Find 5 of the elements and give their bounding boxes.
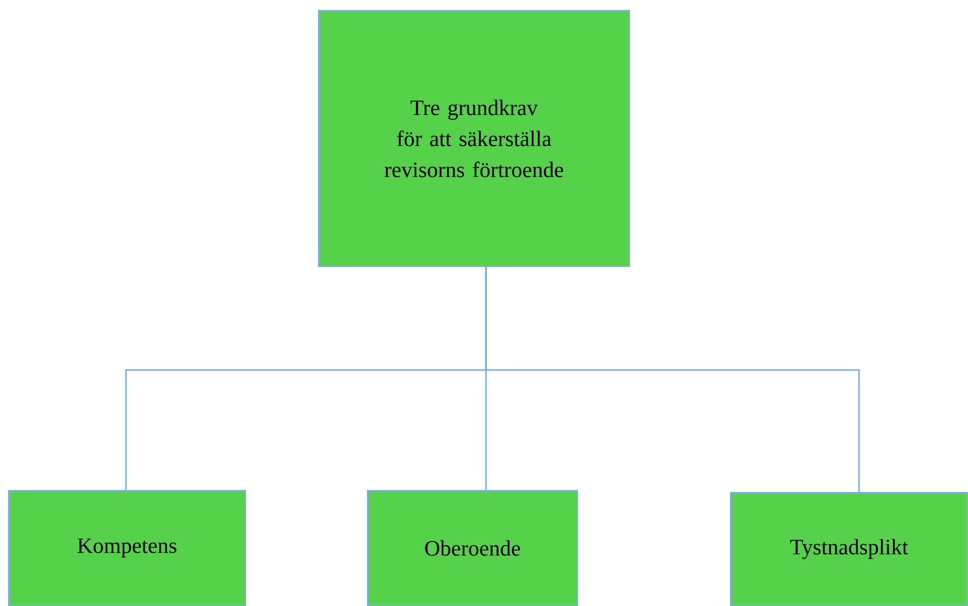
process-box: Tre grundkrav för att säkerställa revisorns förtroende xyxy=(318,10,630,267)
process-box: Tystnadsplikt xyxy=(730,492,968,606)
process-box: Oberoende xyxy=(367,490,578,606)
process-box: Kompetens xyxy=(8,490,246,606)
connector-line xyxy=(485,267,860,492)
